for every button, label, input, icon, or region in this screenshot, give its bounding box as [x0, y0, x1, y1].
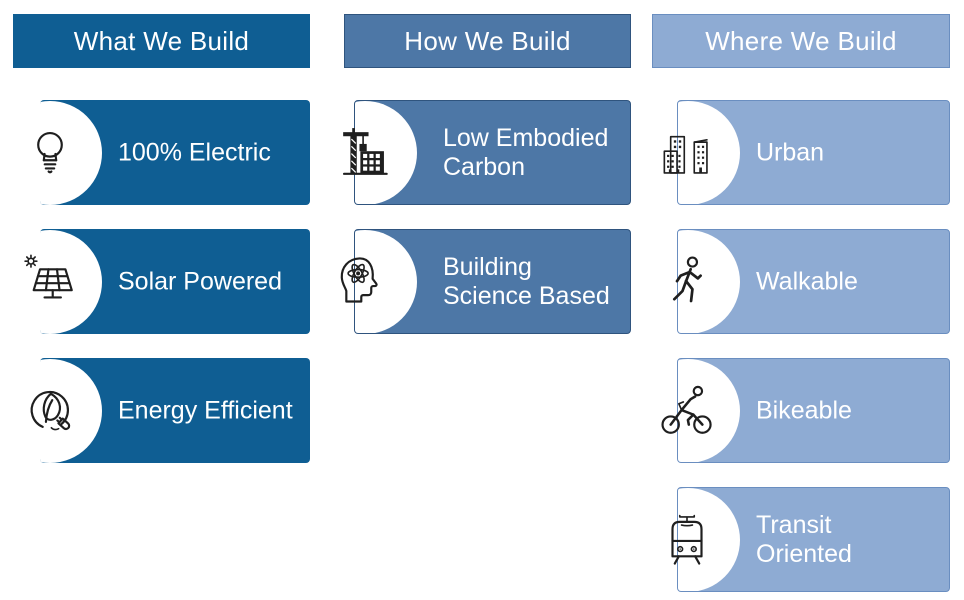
card-shape: Transit Oriented: [677, 487, 950, 592]
card-shape: Low Embodied Carbon: [354, 100, 631, 205]
card-label: Urban: [756, 138, 825, 166]
card-label: Energy Efficient: [118, 396, 293, 424]
column-header: What We Build: [13, 14, 310, 68]
cyclist-icon: [653, 377, 721, 445]
card-label: Bikeable: [756, 396, 852, 424]
column-header-label: Where We Build: [705, 25, 897, 56]
column-header-label: How We Build: [404, 25, 571, 56]
card-shape: Bikeable: [677, 358, 950, 463]
column-header: How We Build: [344, 14, 631, 68]
feature-card-energy-efficient: Energy Efficient: [13, 358, 310, 463]
column-where-we-build: Where We Build Urban: [652, 0, 950, 600]
feature-card-urban: Urban: [652, 100, 950, 205]
feature-card-low-embodied-carbon: Low Embodied Carbon: [342, 100, 631, 205]
card-shape: Walkable: [677, 229, 950, 334]
card-label: Solar Powered: [118, 267, 282, 295]
card-shape: Solar Powered: [40, 229, 310, 334]
city-buildings-icon: [653, 119, 721, 187]
feature-card-bikeable: Bikeable: [652, 358, 950, 463]
card-shape: 100% Electric: [40, 100, 310, 205]
feature-card-transit-oriented: Transit Oriented: [652, 487, 950, 592]
feature-card-building-science-based: Building Science Based: [340, 229, 631, 334]
solar-panel-icon: [16, 248, 84, 316]
card-label: Transit Oriented: [756, 510, 852, 568]
crane-building-icon: [330, 119, 398, 187]
feature-card-solar-powered: Solar Powered: [13, 229, 310, 334]
head-atom-icon: [330, 248, 398, 316]
tram-icon: [653, 506, 721, 574]
leaf-plug-icon: [16, 377, 84, 445]
card-label: Building Science Based: [443, 252, 610, 310]
column-header-label: What We Build: [73, 25, 250, 56]
column-header: Where We Build: [652, 14, 950, 68]
column-how-we-build: How We Build Low Embodied Carbon: [340, 0, 631, 600]
card-label: Walkable: [756, 267, 858, 295]
feature-card-walkable: Walkable: [652, 229, 950, 334]
card-shape: Urban: [677, 100, 950, 205]
walking-person-icon: [653, 248, 721, 316]
card-label: 100% Electric: [118, 138, 271, 166]
column-what-we-build: What We Build 100% Electric: [13, 0, 310, 600]
feature-card-100-electric: 100% Electric: [13, 100, 310, 205]
card-label: Low Embodied Carbon: [443, 123, 609, 181]
card-shape: Energy Efficient: [40, 358, 310, 463]
lightbulb-icon: [16, 119, 84, 187]
card-shape: Building Science Based: [354, 229, 631, 334]
